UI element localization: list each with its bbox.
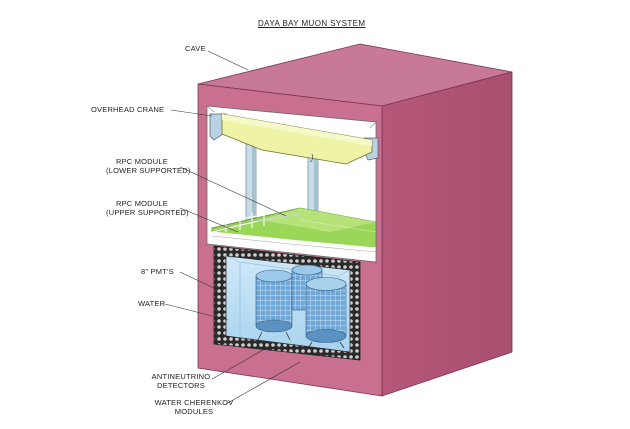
label-water: WATER: [138, 299, 166, 308]
label-cherenkov-line2: MODULES: [174, 407, 214, 416]
overhead-crane: [209, 113, 379, 165]
rpc-modules: [211, 207, 377, 257]
label-antineutrino-line1: ANTINEUTRINO: [151, 372, 211, 381]
label-rpc-lower: RPC MODULE (LOWER SUPPORTED): [106, 157, 191, 175]
label-rpc-lower-line1: RPC MODULE: [115, 157, 168, 166]
label-cherenkov-line1: WATER CHERENKOV: [154, 398, 234, 407]
diagram-title: DAYA BAY MUON SYSTEM: [258, 19, 366, 28]
leader-lines: [164, 50, 301, 405]
label-rpc-upper: RPC MODULE (UPPER SUPPORTED): [106, 199, 189, 217]
label-antineutrino-detectors: ANTINEUTRINO DETECTORS: [148, 372, 214, 390]
label-rpc-upper-line1: RPC MODULE: [115, 199, 168, 208]
antineutrino-detectors: [255, 264, 347, 349]
label-rpc-upper-line2: (UPPER SUPPORTED): [106, 208, 189, 217]
label-overhead-crane: OVERHEAD CRANE: [91, 105, 165, 114]
label-pmts: 8" PMT'S: [141, 267, 174, 276]
label-antineutrino-line2: DETECTORS: [157, 381, 205, 390]
cave-side-face: [381, 71, 513, 397]
label-rpc-lower-line2: (LOWER SUPPORTED): [106, 166, 191, 175]
label-water-cherenkov: WATER CHERENKOV MODULES: [154, 398, 234, 416]
label-cave: CAVE: [185, 44, 206, 53]
